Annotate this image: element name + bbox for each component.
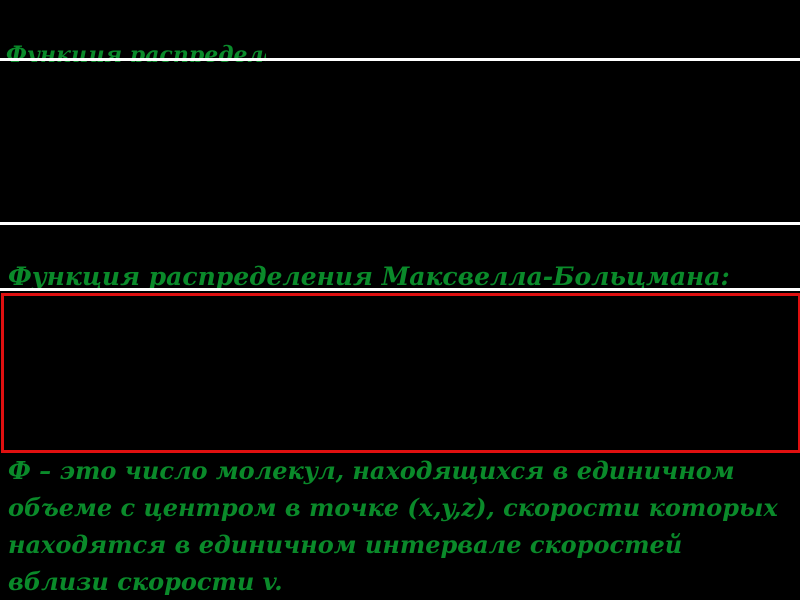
- maxwell-boltzmann-subtitle: Функция распределения Максвелла-Больцман…: [8, 262, 730, 291]
- formula-box: [1, 293, 800, 453]
- divider-middle: [0, 222, 800, 225]
- divider-top: [0, 58, 800, 61]
- top-heading: Функция распределения: [6, 44, 266, 62]
- distribution-description: Ф – это число молекул, находящихся в еди…: [8, 456, 778, 596]
- divider-formula: [0, 288, 800, 291]
